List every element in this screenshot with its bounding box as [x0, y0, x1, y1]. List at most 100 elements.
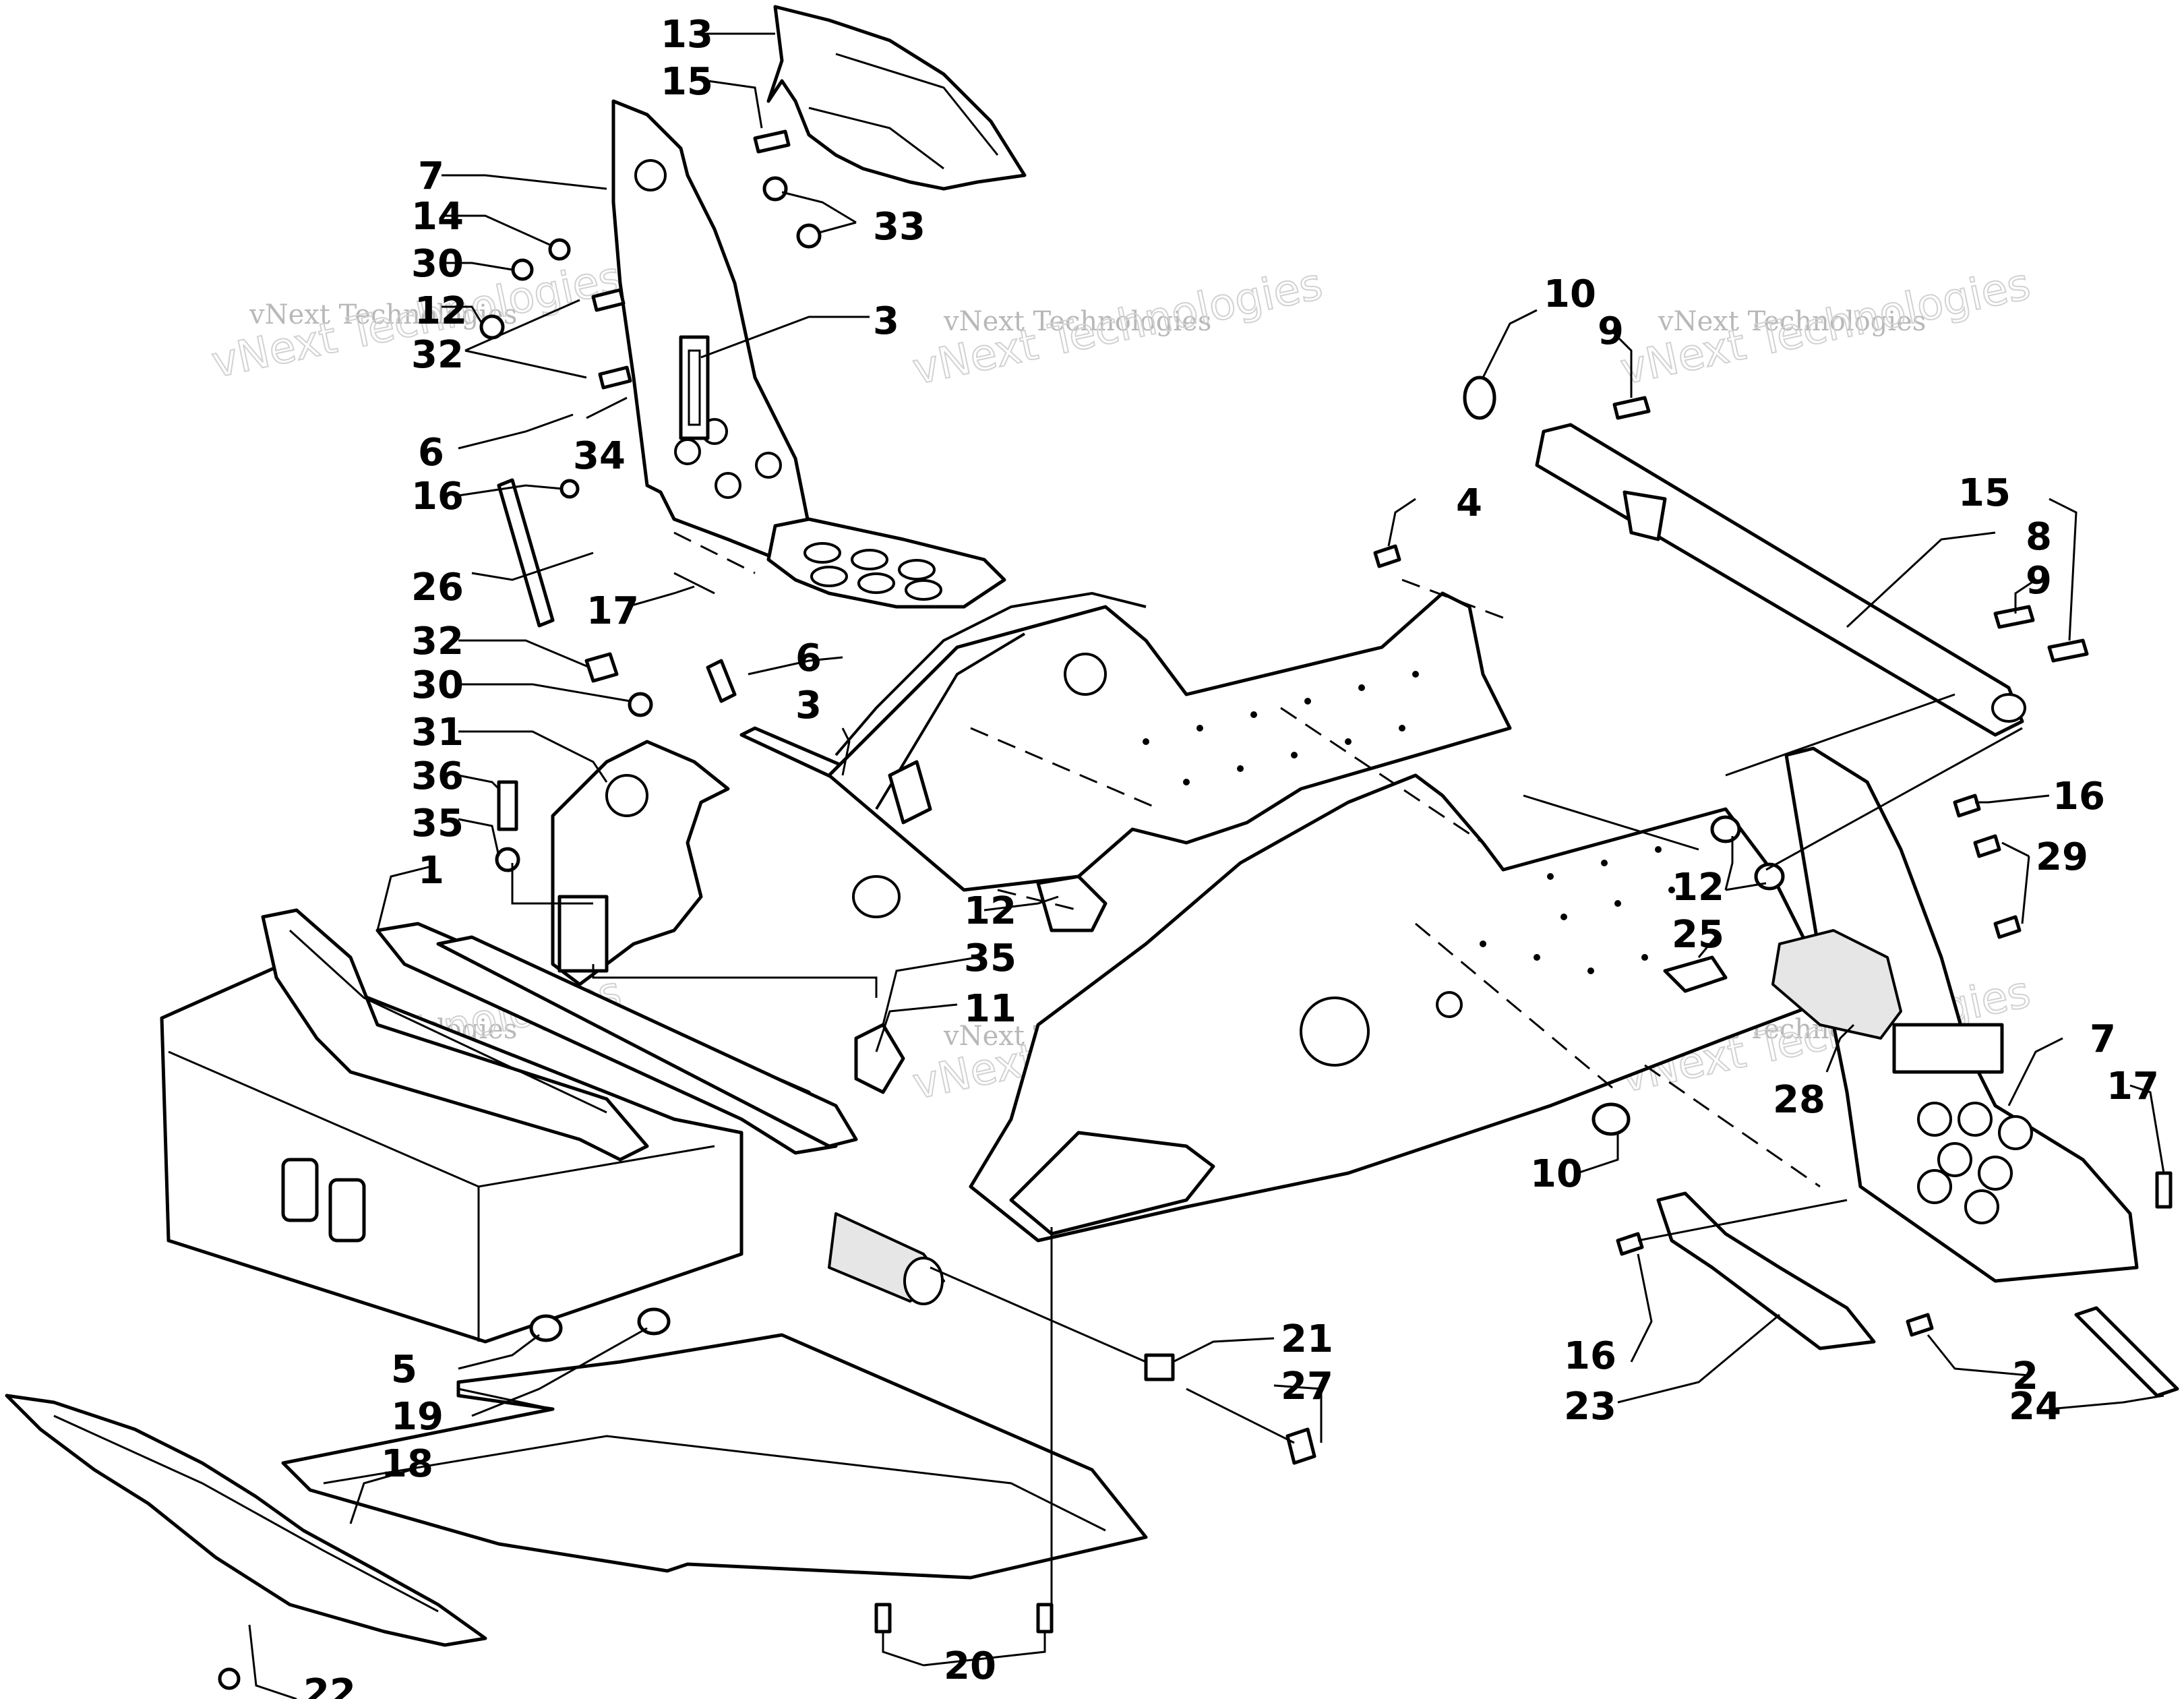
callout-15: 15 [1958, 471, 2011, 515]
bolt-14 [548, 238, 571, 261]
callout-12: 12 [1672, 866, 1724, 910]
callout-24: 24 [2009, 1385, 2061, 1429]
steering-rod [497, 478, 555, 628]
washer-35 [495, 847, 520, 872]
nut-33 [796, 223, 822, 249]
callout-7: 7 [418, 154, 444, 198]
callout-4: 4 [1456, 481, 1482, 525]
rivet-29 [1993, 915, 2022, 939]
rivet-16 [559, 479, 580, 499]
post-hole [634, 159, 667, 191]
callout-17: 17 [586, 589, 639, 633]
bolt-15 [2047, 638, 2089, 663]
callout-3: 3 [795, 684, 822, 727]
callout-27: 27 [1281, 1365, 1333, 1408]
callout-9: 9 [2026, 559, 2052, 603]
callout-23: 23 [1564, 1385, 1616, 1429]
washer-30 [628, 692, 653, 717]
bracket-11 [854, 1023, 905, 1094]
callout-25: 25 [1672, 913, 1724, 957]
post-hole [674, 438, 701, 465]
callout-18: 18 [381, 1442, 433, 1486]
mesh-grille [1771, 929, 1902, 1040]
callout-11: 11 [964, 987, 1017, 1031]
bolt-9 [1993, 605, 2035, 629]
callout-26: 26 [411, 566, 464, 609]
callout-8: 8 [2026, 515, 2052, 559]
rivet-29 [1973, 834, 2001, 858]
callout-32: 32 [411, 620, 464, 663]
bolt-9 [1612, 396, 1651, 420]
callout-30: 30 [411, 663, 464, 707]
belly-pan [281, 1333, 1148, 1580]
nut-33 [762, 176, 788, 202]
bulkhead-slot [281, 1158, 319, 1222]
callout-29: 29 [2036, 835, 2088, 879]
rivet-27 [1285, 1427, 1316, 1465]
front-crossbar [1535, 423, 2024, 737]
callout-32: 32 [411, 333, 464, 377]
callout-2: 2 [2012, 1354, 2038, 1398]
frame-spindle [888, 760, 932, 825]
post-hole [715, 472, 741, 499]
tunnel-side-left [827, 591, 1512, 892]
callout-34: 34 [573, 434, 626, 478]
callout-14: 14 [411, 195, 464, 239]
callout-30: 30 [411, 242, 464, 286]
plug-10 [1463, 376, 1496, 420]
callout-20: 20 [944, 1644, 996, 1688]
callout-1: 1 [418, 849, 444, 893]
callout-16: 16 [1564, 1334, 1616, 1378]
bolt-32 [584, 652, 619, 683]
callout-16: 16 [2053, 775, 2105, 818]
rivet-4 [1373, 544, 1401, 568]
callout-21: 21 [1281, 1317, 1333, 1361]
bracket-25 [1663, 955, 1728, 993]
watermark: vNext Technologies [943, 306, 1211, 337]
belly-pan-assembly [5, 1333, 1316, 1690]
bolt-36 [497, 780, 518, 831]
callout-31: 31 [411, 711, 464, 754]
callout-36: 36 [411, 754, 464, 798]
bolt-32 [591, 288, 626, 312]
rivet-17 [2155, 1171, 2173, 1209]
callout-12: 12 [964, 889, 1017, 933]
callout-16: 16 [411, 475, 464, 518]
bracket-12 [1036, 874, 1108, 932]
swing-arm-plate [261, 908, 649, 1162]
callout-10: 10 [1530, 1152, 1583, 1196]
screw-22 [218, 1667, 241, 1690]
screw-20 [1036, 1603, 1054, 1634]
handlebar-cover-part [766, 5, 1027, 191]
callout-labels: 1 2 3 3 4 5 6 6 7 7 8 9 9 10 10 11 12 12… [303, 13, 2159, 1699]
callout-12: 12 [415, 289, 467, 333]
slot-strap [679, 335, 710, 440]
nut-12 [1710, 815, 1741, 843]
callout-35: 35 [411, 802, 464, 845]
callout-6: 6 [795, 636, 822, 680]
front-skid [5, 1394, 487, 1647]
bolt-32 [598, 365, 632, 390]
front-plate-slot [1892, 1023, 2004, 1074]
washer-30 [511, 258, 534, 281]
watermark: vNext Technologies [1658, 306, 1926, 337]
callout-10: 10 [1544, 272, 1596, 316]
chassis-rail [436, 935, 858, 1148]
callout-22: 22 [303, 1671, 356, 1699]
rivet-16 [1953, 794, 1981, 818]
plug-10 [1591, 1102, 1631, 1136]
bolt-15 [753, 129, 791, 154]
callout-3: 3 [873, 299, 899, 343]
callout-9: 9 [1598, 309, 1624, 353]
bulkhead-slot [328, 1178, 366, 1243]
bracket-tube [557, 895, 609, 973]
chassis-frame [160, 591, 1836, 1344]
watermark: vNext Technologies [249, 299, 517, 330]
callout-28: 28 [1773, 1078, 1825, 1122]
steering-post-assembly [479, 5, 1027, 628]
crossbar-clip [1622, 490, 1667, 541]
tunnel-side-right [969, 773, 1836, 1243]
callout-13: 13 [661, 13, 713, 57]
callout-19: 19 [391, 1395, 444, 1439]
